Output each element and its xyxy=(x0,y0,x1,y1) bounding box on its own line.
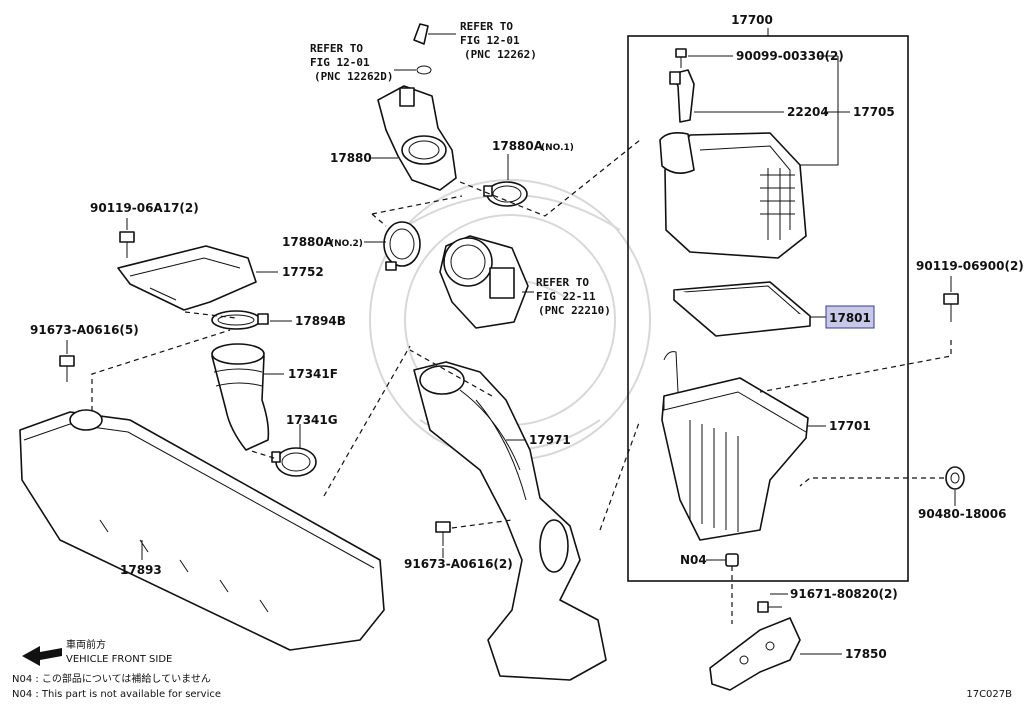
hose-clamp-17894b-icon[interactable] xyxy=(211,310,269,330)
part-label-90119-06a17[interactable]: 90119-06A17(2) xyxy=(90,201,199,215)
part-label-17801[interactable]: 17801 xyxy=(829,311,871,325)
refer-label-2-line1[interactable]: REFER TO xyxy=(310,42,363,55)
air-duct-17752-icon[interactable] xyxy=(117,245,257,311)
refer-label-2-line3[interactable]: (PNC 12262D) xyxy=(314,70,393,83)
refer-label-1-line2[interactable]: FIG 12-01 xyxy=(460,34,520,47)
figure-code: 17C027B xyxy=(966,689,1012,700)
throttle-body-icon[interactable] xyxy=(439,235,529,329)
air-flow-sensor-icon[interactable] xyxy=(669,69,695,123)
part-label-17880[interactable]: 17880 xyxy=(330,151,372,165)
bolt-91673-5-icon[interactable] xyxy=(59,355,75,382)
hose-clamp-no1-icon[interactable] xyxy=(483,181,528,207)
air-cleaner-cover-icon[interactable] xyxy=(659,132,807,259)
part-label-17880a-no1[interactable]: 17880A xyxy=(492,139,544,153)
part-label-22204[interactable]: 22204 xyxy=(787,105,829,119)
refer-label-1-line1[interactable]: REFER TO xyxy=(460,20,513,33)
part-label-17801-highlight xyxy=(825,305,875,329)
part-label-17700[interactable]: 17700 xyxy=(731,13,773,27)
part-label-17850[interactable]: 17850 xyxy=(845,647,887,661)
hose-fitting-icon xyxy=(413,23,429,45)
hose-clip-icon xyxy=(416,65,432,75)
part-label-n04[interactable]: N04 xyxy=(680,553,707,567)
part-label-90119-06900[interactable]: 90119-06900(2) xyxy=(916,259,1024,273)
direction-label-jp: 車両前方 xyxy=(66,638,106,651)
refer-label-3-line1[interactable]: REFER TO xyxy=(536,276,589,289)
part-label-17705[interactable]: 17705 xyxy=(853,105,895,119)
n04-clip-icon[interactable] xyxy=(725,553,739,567)
part-label-17341g[interactable]: 17341G xyxy=(286,413,338,427)
refer-label-1-line3[interactable]: (PNC 12262) xyxy=(464,48,537,61)
hose-clamp-no2-icon[interactable] xyxy=(383,221,421,271)
note-en: N04 : This part is not available for ser… xyxy=(12,689,221,700)
part-label-17880a-no2-suffix: (NO.2) xyxy=(330,239,363,249)
resonator-17893-icon[interactable] xyxy=(19,409,385,651)
part-label-17341f[interactable]: 17341F xyxy=(288,367,338,381)
part-label-91673-a0616-2[interactable]: 91673-A0616(2) xyxy=(404,557,513,571)
bolt-91673-2-icon[interactable] xyxy=(435,521,451,546)
note-jp: N04 : この部品については補給していません xyxy=(12,672,211,685)
hose-clamp-17341g-icon[interactable] xyxy=(271,447,317,477)
grommet-90480-icon[interactable] xyxy=(945,466,965,490)
air-cleaner-case-icon[interactable] xyxy=(661,351,809,541)
part-label-17752[interactable]: 17752 xyxy=(282,265,324,279)
refer-label-2-line2[interactable]: FIG 12-01 xyxy=(310,56,370,69)
part-label-17894b[interactable]: 17894B xyxy=(295,314,346,328)
bolt-90119-06a17-icon[interactable] xyxy=(119,231,135,258)
part-label-17880a-no2[interactable]: 17880A xyxy=(282,235,334,249)
air-inlet-duct-17971-icon[interactable] xyxy=(413,361,607,681)
direction-label-en: VEHICLE FRONT SIDE xyxy=(66,654,172,665)
part-label-91671[interactable]: 91671-80820(2) xyxy=(790,587,898,601)
part-label-17880a-no1-suffix: (NO.1) xyxy=(541,143,574,153)
air-filter-element-icon[interactable] xyxy=(673,281,811,337)
intake-hose-17341f-icon[interactable] xyxy=(211,343,270,451)
vehicle-front-arrow-icon xyxy=(22,646,62,666)
intake-resonator-17880-icon[interactable] xyxy=(377,85,457,191)
part-label-17701[interactable]: 17701 xyxy=(829,419,871,433)
part-label-17893[interactable]: 17893 xyxy=(120,563,162,577)
part-label-91673-a0616-5[interactable]: 91673-A0616(5) xyxy=(30,323,139,337)
refer-label-3-line3[interactable]: (PNC 22210) xyxy=(538,304,611,317)
bolt-90119-06900-icon[interactable] xyxy=(943,293,959,322)
part-label-17971[interactable]: 17971 xyxy=(529,433,571,447)
refer-label-3-line2[interactable]: FIG 22-11 xyxy=(536,290,596,303)
bracket-17850-icon[interactable] xyxy=(709,617,801,691)
part-label-90480[interactable]: 90480-18006 xyxy=(918,507,1006,521)
bolt-91671-icon[interactable] xyxy=(757,601,782,613)
part-label-90099[interactable]: 90099-00330(2) xyxy=(736,49,844,63)
bolt-90099-icon[interactable] xyxy=(675,48,687,68)
